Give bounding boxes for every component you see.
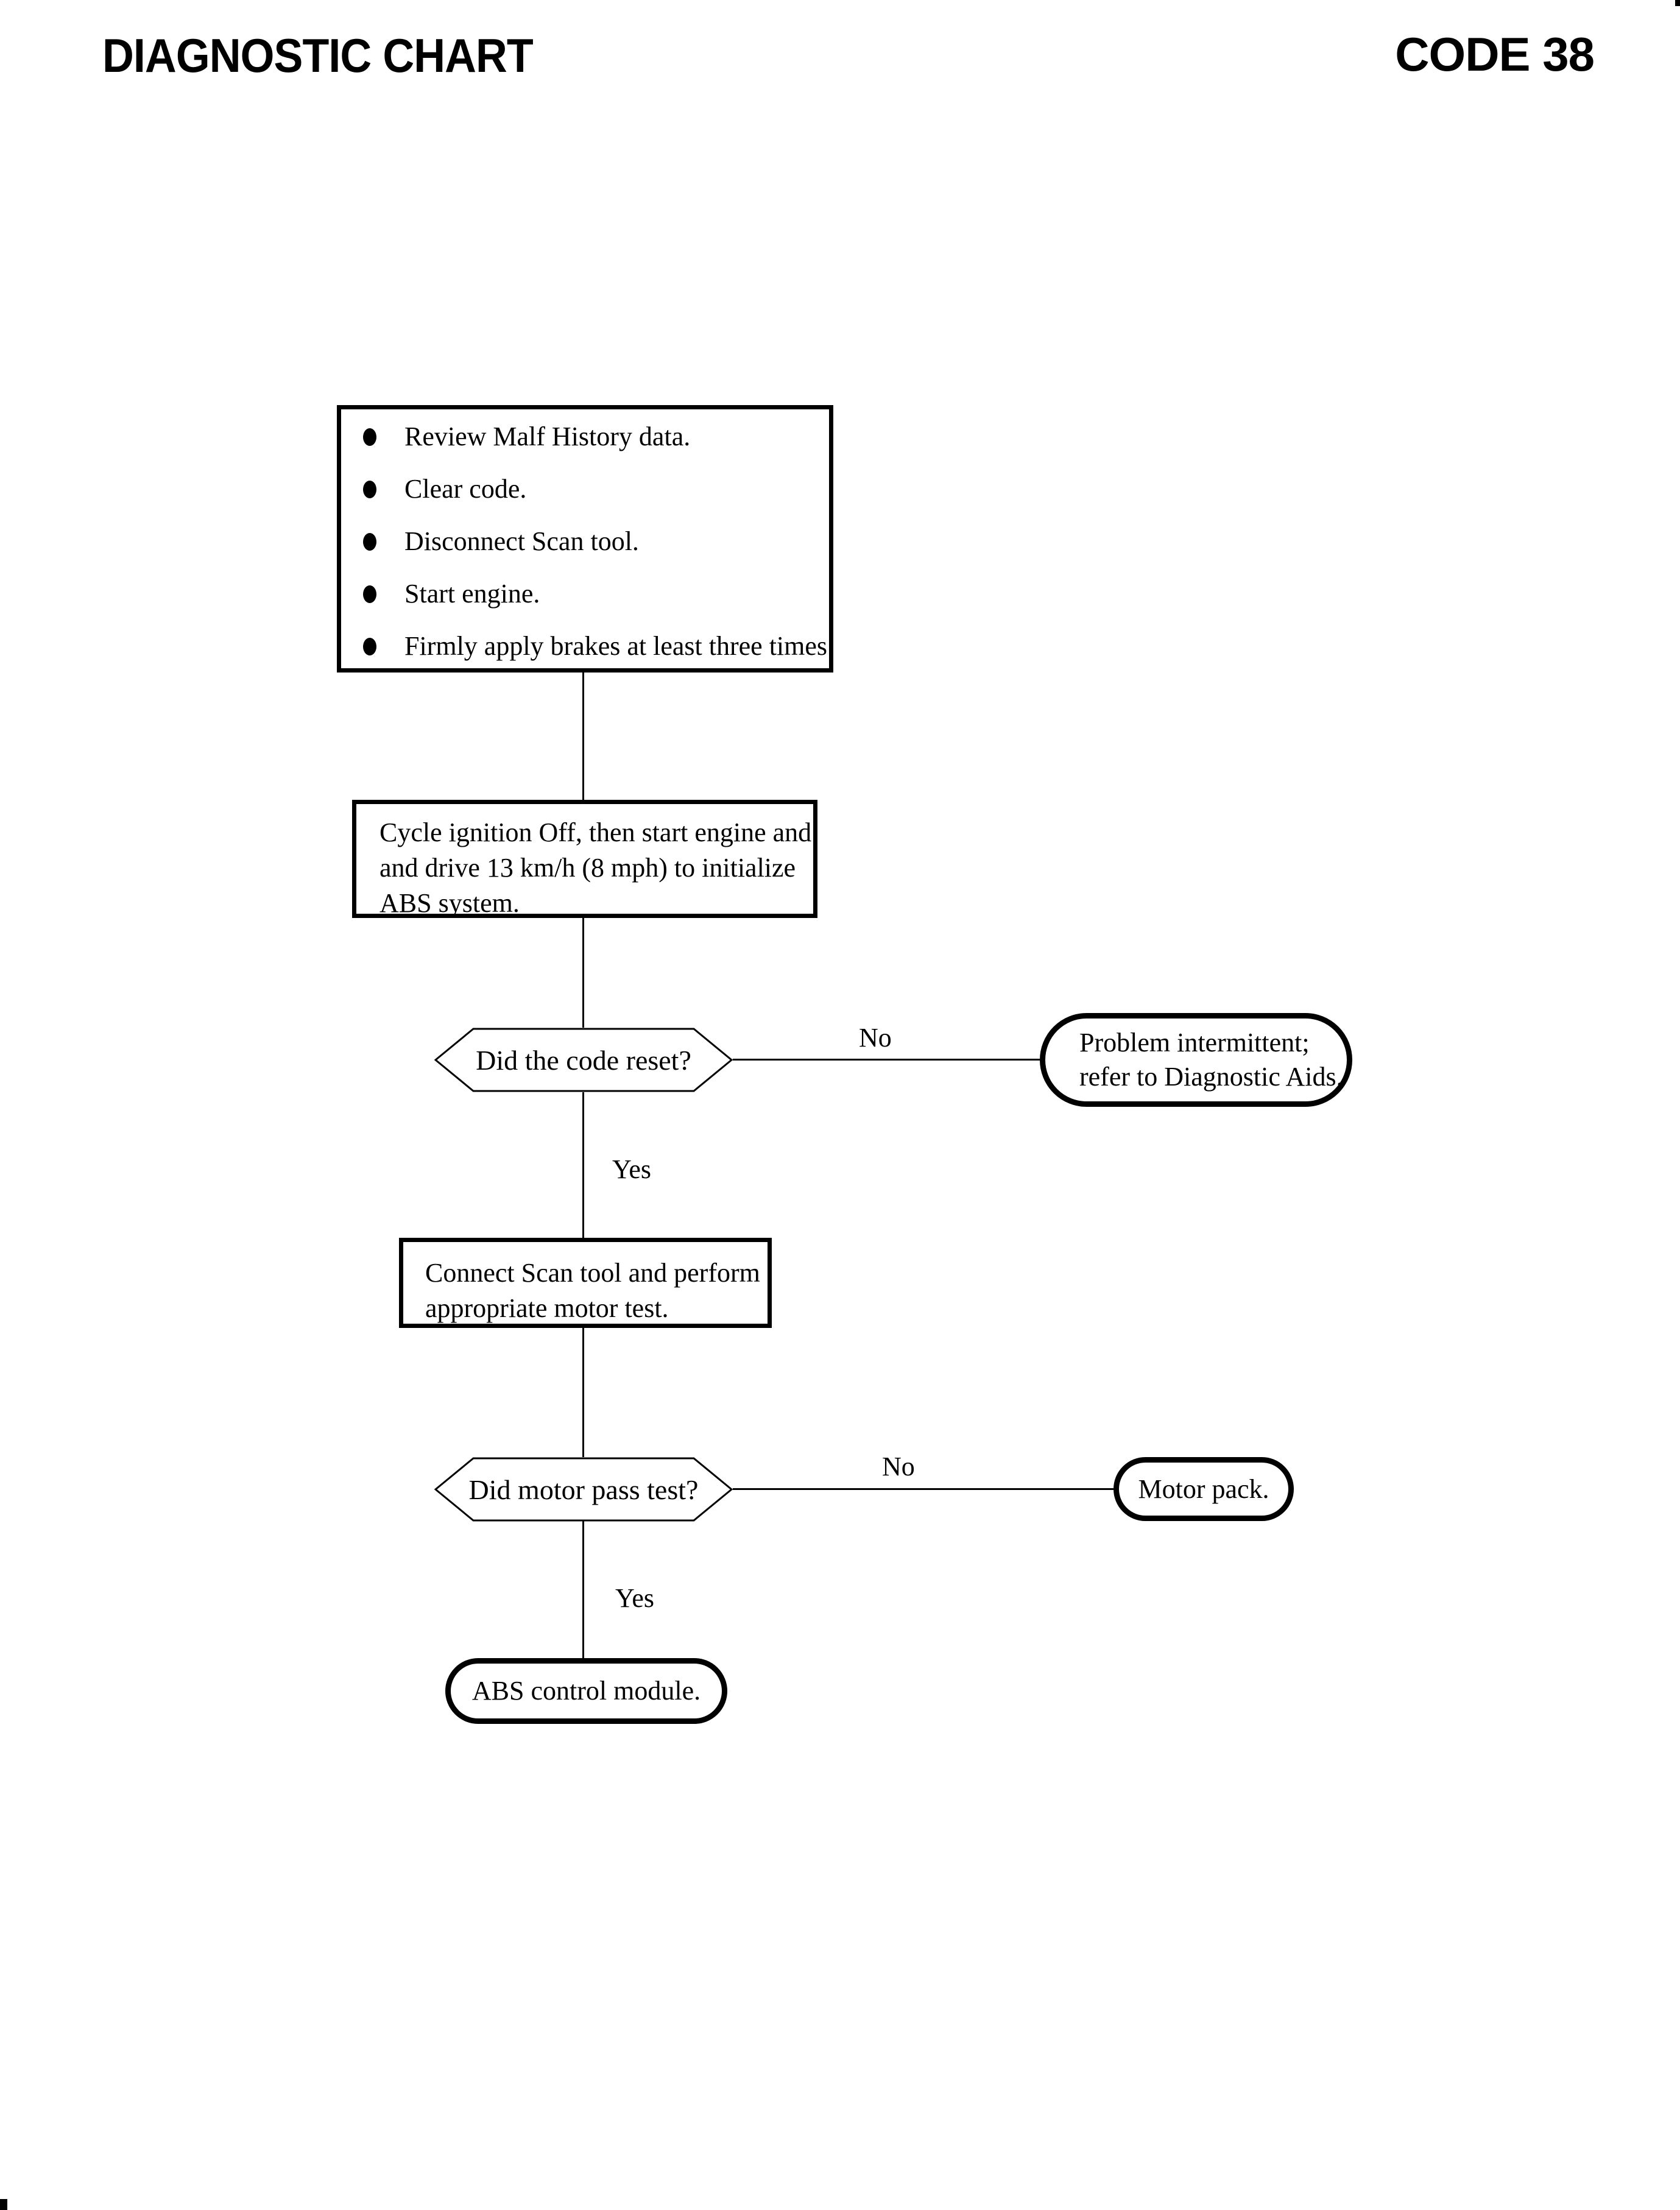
list-item: Firmly apply brakes at least three times… bbox=[363, 620, 834, 673]
decision-question: Did motor pass test? bbox=[468, 1474, 699, 1505]
connector-line bbox=[582, 673, 584, 800]
terminal-label: Motor pack. bbox=[1138, 1474, 1269, 1504]
code-number-title: CODE 38 bbox=[1395, 27, 1595, 81]
init-abs-line: ABS system. bbox=[379, 888, 520, 918]
bullet-icon bbox=[363, 428, 376, 446]
init-abs-box: Cycle ignition Off, then start engine an… bbox=[352, 800, 817, 918]
connector-line bbox=[582, 1328, 584, 1457]
bullet-icon bbox=[363, 532, 376, 551]
terminal-line: Problem intermittent; bbox=[1079, 1028, 1310, 1057]
terminal-line: refer to Diagnostic Aids. bbox=[1079, 1062, 1343, 1092]
start-steps-list: Review Malf History data. Clear code. Di… bbox=[341, 409, 834, 668]
bullet-icon bbox=[363, 585, 376, 603]
list-item: Start engine. bbox=[363, 568, 829, 620]
scan-artifact-mark-top-right bbox=[1675, 0, 1680, 6]
terminal-label: ABS control module. bbox=[471, 1676, 701, 1706]
init-abs-line: and drive 13 km/h (8 mph) to initialize bbox=[379, 853, 796, 883]
list-item: Disconnect Scan tool. bbox=[363, 515, 829, 568]
step-text: Firmly apply brakes at least three times… bbox=[404, 631, 835, 661]
decision-question: Did the code reset? bbox=[476, 1044, 691, 1076]
terminal-problem-intermittent: Problem intermittent; refer to Diagnosti… bbox=[1040, 1013, 1352, 1107]
scan-artifact-mark-bottom-left bbox=[0, 2199, 7, 2210]
bullet-icon bbox=[363, 637, 376, 655]
connector-line bbox=[582, 1092, 584, 1238]
step-text: Review Malf History data. bbox=[404, 422, 691, 451]
connector-line bbox=[582, 918, 584, 1028]
connector-line bbox=[582, 1521, 584, 1658]
connector-line bbox=[733, 1059, 1040, 1061]
decision-code-reset: Did the code reset? bbox=[434, 1028, 733, 1092]
motor-test-line: Connect Scan tool and perform bbox=[425, 1258, 760, 1288]
bullet-icon bbox=[363, 480, 376, 498]
decision-motor-pass: Did motor pass test? bbox=[434, 1457, 733, 1522]
motor-test-box: Connect Scan tool and perform appropriat… bbox=[399, 1238, 772, 1328]
list-item: Clear code. bbox=[363, 463, 829, 515]
branch-label-no: No bbox=[859, 1023, 892, 1053]
motor-test-line: appropriate motor test. bbox=[425, 1293, 669, 1323]
terminal-abs-control-module: ABS control module. bbox=[445, 1658, 727, 1724]
decision-hexagon-shape bbox=[434, 1457, 733, 1522]
step-text: Disconnect Scan tool. bbox=[404, 526, 639, 556]
connector-line bbox=[733, 1488, 1114, 1490]
step-text: Start engine. bbox=[404, 579, 540, 609]
init-abs-line: Cycle ignition Off, then start engine an… bbox=[379, 817, 812, 847]
start-steps-box: Review Malf History data. Clear code. Di… bbox=[337, 405, 834, 673]
list-item: Review Malf History data. bbox=[363, 411, 829, 463]
page-title: DIAGNOSTIC CHART bbox=[102, 29, 534, 82]
branch-label-no: No bbox=[882, 1452, 915, 1481]
terminal-motor-pack: Motor pack. bbox=[1114, 1457, 1294, 1521]
step-text: Clear code. bbox=[404, 474, 527, 504]
decision-hexagon-shape bbox=[434, 1028, 733, 1092]
branch-label-yes: Yes bbox=[612, 1154, 652, 1184]
branch-label-yes: Yes bbox=[615, 1583, 655, 1613]
